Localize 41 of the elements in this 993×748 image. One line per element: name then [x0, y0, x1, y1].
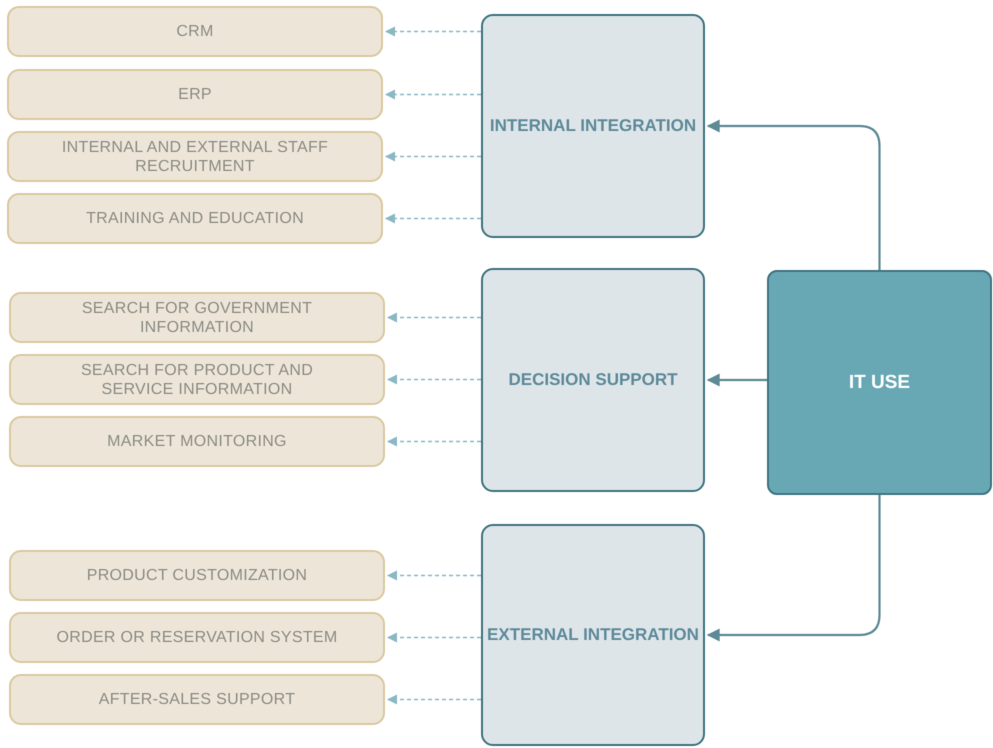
- arrow: [706, 120, 881, 270]
- category-box: [481, 14, 705, 238]
- item-box: [9, 416, 385, 467]
- item-box: [7, 6, 383, 57]
- box-label: INTERNAL INTEGRATION: [490, 116, 696, 136]
- box-label: AFTER-SALES SUPPORT: [98, 690, 296, 709]
- category-box: [481, 268, 705, 492]
- arrow: [706, 495, 881, 642]
- box-label: INTERNAL AND EXTERNAL STAFF RECRUITMENT: [60, 138, 330, 176]
- main-box: [767, 270, 992, 495]
- box-label: DECISION SUPPORT: [508, 370, 678, 390]
- category-box: [481, 524, 705, 746]
- box-label: ORDER OR RESERVATION SYSTEM: [56, 628, 338, 647]
- arrow: [385, 152, 481, 162]
- item-box: [7, 69, 383, 120]
- arrow: [387, 374, 481, 384]
- item-box: [7, 131, 383, 182]
- box-label: TRAINING AND EDUCATION: [86, 209, 304, 228]
- item-box: [9, 612, 385, 663]
- arrow: [387, 312, 481, 322]
- item-box: [9, 550, 385, 601]
- box-label: EXTERNAL INTEGRATION: [487, 625, 699, 645]
- arrow: [387, 570, 481, 580]
- arrow: [385, 26, 481, 36]
- box-label: MARKET MONITORING: [107, 432, 287, 451]
- box-label: PRODUCT CUSTOMIZATION: [86, 566, 308, 585]
- item-box: [9, 674, 385, 725]
- box-label: ERP: [178, 85, 212, 104]
- arrow: [387, 632, 481, 642]
- arrow: [385, 90, 481, 100]
- box-label: SEARCH FOR GOVERNMENT INFORMATION: [80, 298, 314, 336]
- box-label: CRM: [176, 22, 214, 41]
- arrow: [706, 374, 767, 386]
- item-box: [7, 193, 383, 244]
- arrow: [387, 694, 481, 704]
- arrow: [387, 436, 481, 446]
- arrow: [385, 214, 481, 224]
- box-label: SEARCH FOR PRODUCT AND SERVICE INFORMATION: [80, 360, 314, 398]
- box-label: IT USE: [848, 372, 910, 394]
- item-box: [9, 354, 385, 405]
- item-box: [9, 292, 385, 343]
